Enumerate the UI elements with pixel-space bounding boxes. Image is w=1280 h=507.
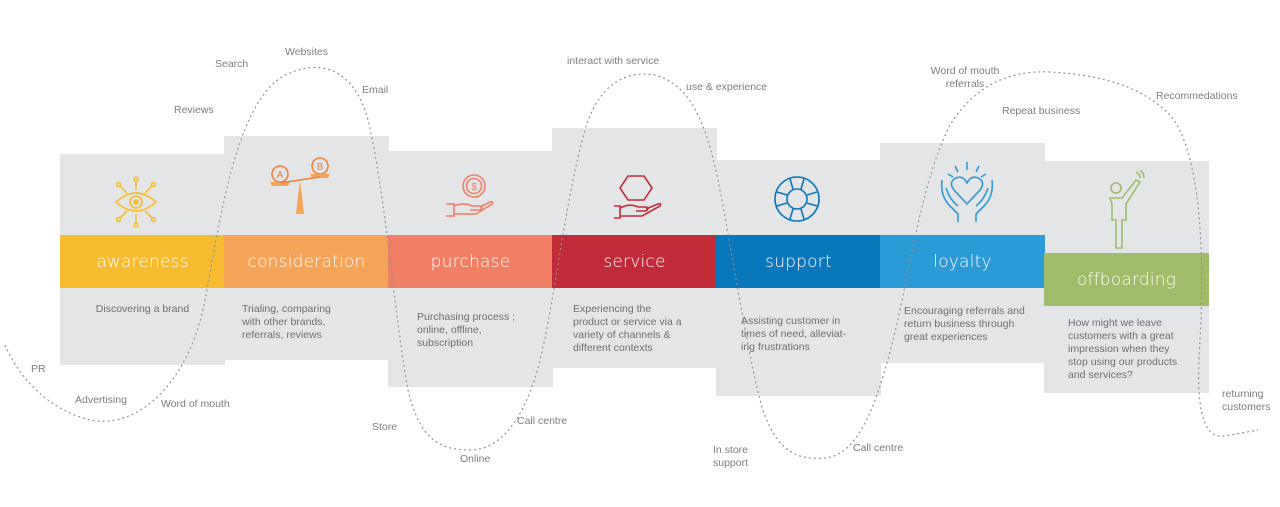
touchpoint-pr: PR: [31, 363, 46, 375]
stage-label-service: service: [552, 235, 717, 288]
stage-description-purchase: Purchasing process ; online, offline, su…: [417, 311, 516, 349]
stage-description-consideration: Trialing, comparing with other brands, r…: [242, 303, 331, 341]
stage-label-loyalty: loyalty: [880, 235, 1045, 288]
stage-description-support: Assisting customer in times of need, all…: [741, 315, 847, 353]
touchpoint-search: Search: [215, 58, 249, 70]
touchpoint-recommendations: Recommedations: [1156, 90, 1238, 102]
eye-network-icon: [114, 176, 158, 228]
stage-description-awareness: Discovering a brand: [95, 303, 190, 315]
touchpoint-returning-customers: returning customers: [1222, 388, 1271, 413]
touchpoint-call-centre-1: Call centre: [517, 415, 568, 427]
touchpoint-email: Email: [362, 84, 389, 96]
touchpoint-advertising: Advertising: [75, 394, 127, 406]
scale-compare-icon: A B: [270, 157, 330, 214]
stage-description-service: Experiencing the product or service via …: [573, 303, 682, 354]
touchpoint-word-of-mouth: Word of mouth: [161, 398, 230, 410]
waving-person-icon: [1108, 170, 1145, 249]
hexagon-hand-icon: [614, 175, 662, 219]
svg-text:A: A: [277, 170, 284, 181]
stage-label-consideration: consideration: [224, 235, 389, 288]
coin-hand-icon: $: [446, 174, 494, 217]
touchpoint-websites: Websites: [285, 46, 328, 58]
stage-label-offboarding: offboarding: [1044, 253, 1209, 306]
touchpoint-word-of-mouth-referrals: Word of mouth referrals: [930, 65, 1000, 90]
stage-label-support: support: [716, 235, 881, 288]
svg-text:$: $: [471, 182, 477, 193]
stage-label-purchase: purchase: [388, 235, 553, 288]
touchpoint-online: Online: [460, 453, 491, 465]
touchpoint-use-experience: use & experience: [686, 81, 768, 93]
touchpoint-reviews: Reviews: [174, 104, 214, 116]
touchpoint-repeat-business: Repeat business: [1002, 105, 1081, 117]
svg-text:B: B: [317, 162, 324, 173]
touchpoint-call-centre-2: Call centre: [853, 442, 904, 454]
stage-label-awareness: awareness: [60, 235, 225, 288]
stage-description-offboarding: How might we leave customers with a grea…: [1068, 317, 1178, 381]
lifebuoy-icon: [774, 176, 820, 222]
touchpoint-store: Store: [372, 421, 398, 433]
stage-description-loyalty: Encouraging referrals and return busines…: [904, 305, 1025, 343]
heart-hands-icon: [940, 162, 994, 222]
touchpoint-interact-with-service: interact with service: [567, 55, 660, 67]
touchpoint-in-store-support: In store support: [713, 444, 749, 469]
